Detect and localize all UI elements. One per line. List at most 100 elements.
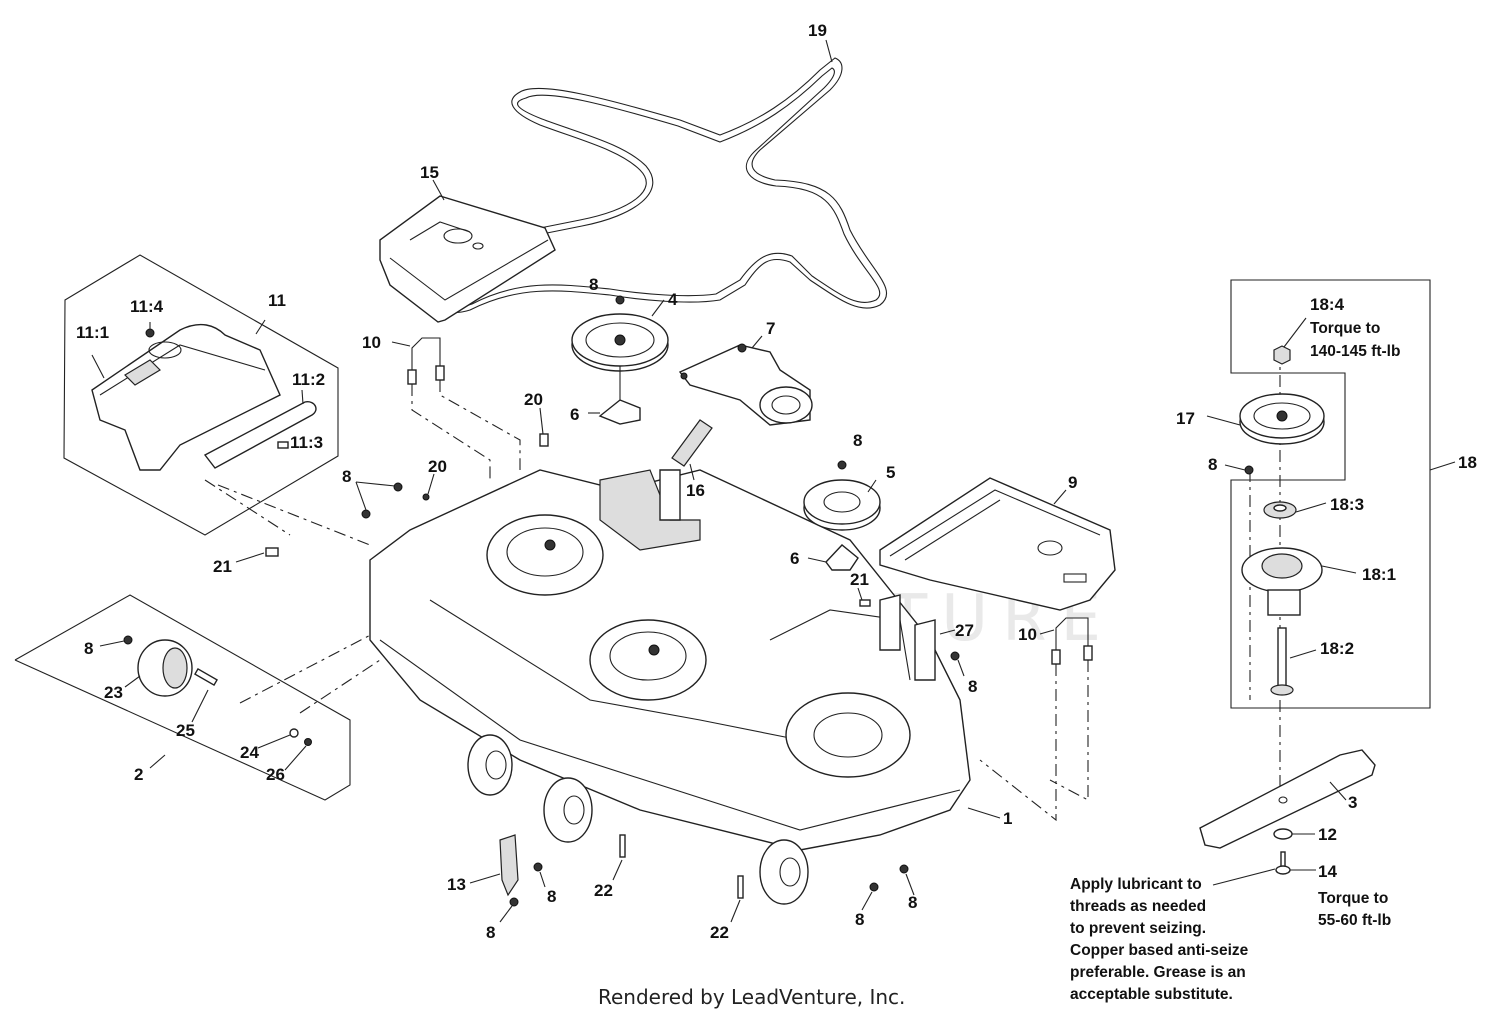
shoulder-bolt[interactable] [194,667,218,687]
carriage-bolt[interactable] [619,834,626,858]
callout-6-upper[interactable]: 6 [570,405,579,424]
chute-pin[interactable] [277,441,289,449]
callout-21-right[interactable]: 21 [850,570,869,589]
callout-23[interactable]: 23 [104,683,123,702]
idler-spring[interactable] [671,419,713,467]
callout-18-1[interactable]: 18:1 [1362,565,1396,584]
deck-hanger-rod-right[interactable] [1051,617,1093,665]
blade-bolt-torque-note: Torque to 55-60 ft-lb [1318,890,1391,929]
nut[interactable] [1244,465,1254,475]
nut[interactable] [899,864,909,874]
callout-1[interactable]: 1 [1003,809,1012,828]
callout-18-2[interactable]: 18:2 [1320,639,1354,658]
callout-25[interactable]: 25 [176,721,195,740]
spindle-pulley[interactable] [1239,393,1325,445]
callout-8-pulley5[interactable]: 8 [853,431,862,450]
callout-8-left[interactable]: 8 [342,467,351,486]
callout-13[interactable]: 13 [447,875,466,894]
callout-6-lower[interactable]: 6 [790,549,799,568]
callout-18-3[interactable]: 18:3 [1330,495,1364,514]
callout-8-chute-a[interactable]: 8 [547,887,556,906]
pulley-cover[interactable] [825,544,859,571]
hanger-bracket[interactable] [879,594,936,681]
bolt[interactable] [422,493,430,501]
spindle-housing[interactable] [1241,547,1323,616]
callout-27[interactable]: 27 [955,621,974,640]
nut[interactable] [123,635,133,645]
nut[interactable] [615,295,625,305]
callout-9[interactable]: 9 [1068,473,1077,492]
nut[interactable] [837,460,847,470]
callout-8-spindle[interactable]: 8 [1208,455,1217,474]
callout-17[interactable]: 17 [1176,409,1195,428]
drive-belt[interactable] [401,57,887,314]
callout-11[interactable]: 11 [268,291,286,310]
spacer[interactable] [1263,501,1297,519]
callout-11-2[interactable]: 11:2 [292,370,325,389]
callout-24[interactable]: 24 [240,743,259,762]
callout-4[interactable]: 4 [668,290,678,309]
belt-cover-left[interactable] [379,195,556,323]
callout-18-4[interactable]: 18:4 [1310,295,1345,314]
bolt[interactable] [539,433,549,447]
callout-8-wheel[interactable]: 8 [84,639,93,658]
belt-cover-right[interactable] [879,477,1116,611]
blade-bolt[interactable] [1275,851,1291,875]
idler-pulley-flat[interactable] [571,313,669,372]
callout-15[interactable]: 15 [420,163,439,182]
callout-8-rear-b[interactable]: 8 [908,893,917,912]
blade-washer[interactable] [1273,828,1293,840]
callout-8-bracket[interactable]: 8 [968,677,977,696]
nut[interactable] [393,482,403,492]
discharge-chute[interactable] [91,323,281,471]
callout-10-left[interactable]: 10 [362,333,381,352]
callout-16[interactable]: 16 [686,481,705,500]
chute-guide[interactable] [499,834,519,897]
callout-12[interactable]: 12 [1318,825,1337,844]
spindle-shaft[interactable] [1270,627,1294,696]
bolt[interactable] [859,599,871,607]
nut[interactable] [869,882,879,892]
nut[interactable] [950,651,960,661]
leader-3 [1329,781,1347,801]
carriage-bolt[interactable] [737,875,744,899]
callout-3[interactable]: 3 [1348,793,1357,812]
callout-11-1[interactable]: 11:1 [76,323,109,342]
callout-21-left[interactable]: 21 [213,557,232,576]
idler-arm-assembly[interactable] [678,343,813,426]
nut[interactable] [533,862,543,872]
leader-13 [469,873,501,884]
nut[interactable] [361,509,371,519]
callout-18[interactable]: 18 [1458,453,1477,472]
callout-20-lower[interactable]: 20 [428,457,447,476]
callout-11-4[interactable]: 11:4 [130,297,164,316]
callout-8-chute-b[interactable]: 8 [486,923,495,942]
spindle-nut[interactable] [1273,345,1291,365]
blade[interactable] [1199,749,1376,849]
nut[interactable] [509,897,519,907]
callout-26[interactable]: 26 [266,765,285,784]
washer[interactable] [289,728,299,738]
chute-bracket[interactable] [203,401,317,469]
anti-scalp-wheel[interactable] [137,639,193,697]
callout-14[interactable]: 14 [1318,862,1337,881]
idler-pulley-v[interactable] [803,479,881,531]
chute-nut[interactable] [145,328,155,338]
callout-22-left[interactable]: 22 [594,881,613,900]
svg-text:55-60 ft-lb: 55-60 ft-lb [1318,912,1391,929]
callout-7[interactable]: 7 [766,319,775,338]
bolt[interactable] [265,547,279,557]
callout-22-right[interactable]: 22 [710,923,729,942]
callout-11-3[interactable]: 11:3 [290,433,323,452]
callout-5[interactable]: 5 [886,463,895,482]
pulley-cover[interactable] [598,399,641,425]
callout-19[interactable]: 19 [808,21,827,40]
callout-8-pulley4[interactable]: 8 [589,275,598,294]
deck-hanger-rod-left[interactable] [407,337,445,385]
callout-2[interactable]: 2 [134,765,143,784]
lock-nut[interactable] [304,738,312,746]
callout-10-right[interactable]: 10 [1018,625,1037,644]
callout-20-upper[interactable]: 20 [524,390,543,409]
callout-8-rear-a[interactable]: 8 [855,910,864,929]
leader-8-multi-a [355,481,367,511]
